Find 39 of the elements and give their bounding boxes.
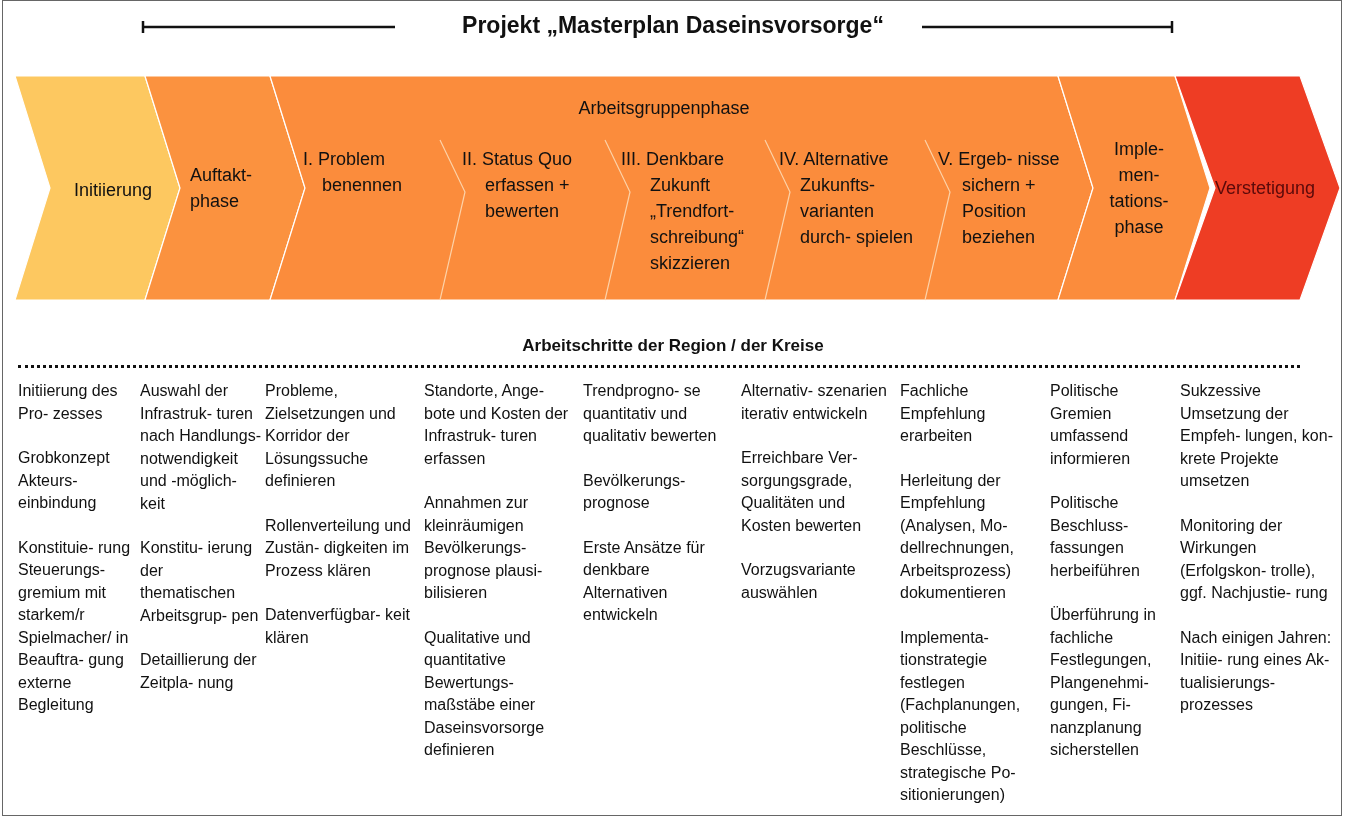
step-label: II. Status Quo erfassen + bewerten — [462, 146, 602, 224]
step-label: V. Ergeb- nisse sichern + Position beziehen — [938, 146, 1063, 250]
task-text: Auswahl der Infrastruk- turen nach Handlungs- notwendigkeit und -möglich- keit — [140, 381, 262, 514]
task-text: Probleme, Zielsetzungen und Korridor der Lösungssuche definieren — [265, 381, 397, 491]
task-text: Erreichbare Ver- sorgungsgrade, Qualitäten und Kosten bewerten — [741, 448, 863, 536]
phase-heading: Arbeitsgruppenphase — [578, 98, 750, 118]
step-label: III. Denkbare Zukunft „Trendfort- schreibung“ skizzieren — [621, 146, 761, 276]
task-text: Qualitative und quantitative Bewertungs- maßstäbe einer Daseinsvorsorge definieren — [424, 627, 546, 760]
task-text: Überführung in fachliche Festlegungen, Plangenehmi- gungen, Fi- nanzplanung sicherstellen — [1050, 605, 1157, 760]
phase-label: Imple- men- tations- phase — [1108, 138, 1170, 239]
phase-label: Auftakt- phase — [190, 164, 254, 213]
task-text: Initiierung des Pro- zesses — [18, 381, 119, 424]
task-text: Politische Beschluss- fassungen herbeiführen — [1050, 493, 1141, 581]
task-text: Alternativ- szenarien iterativ entwickeln — [741, 381, 888, 424]
task-text: Konstituie- rung Steuerungs- gremium mit starkem/r Spielmacher/ in Beauftra- gung externe Begleitung — [18, 537, 132, 715]
title: Projekt „Masterplan Daseinsvorsorge“ — [462, 12, 884, 38]
task-text: Standorte, Ange- bote und Kosten der Infrastruk- turen erfassen — [424, 381, 570, 469]
section-heading: Arbeitschritte der Region / der Kreise — [522, 336, 824, 355]
task-text: Vorzugsvariante auswählen — [741, 560, 857, 603]
phase-label: Verstetigung — [1215, 177, 1317, 200]
task-text: Erste Ansätze für denkbare Alternativen entwickeln — [583, 537, 706, 625]
step-label: IV. Alternative Zukunfts- varianten durch- spielen — [779, 146, 924, 250]
task-text: Detaillierung der Zeitpla- nung — [140, 650, 258, 693]
task-text: Rollenverteilung und Zustän- digkeiten im Prozess klären — [265, 515, 412, 581]
task-text: Nach einigen Jahren: Initiie- rung eines Ak- tualisierungs- prozesses — [1180, 627, 1333, 715]
task-text: Herleitung der Empfehlung (Analysen, Mo- dellrechnungen, Arbeitsprozess) dokumentieren — [900, 470, 1015, 603]
task-text: Annahmen zur kleinräumigen Bevölkerungs- prognose plausi- bilisieren — [424, 493, 544, 603]
task-text: Sukzessive Umsetzung der Empfeh- lungen, kon- krete Projekte umsetzen — [1180, 381, 1334, 491]
task-text: Grobkonzept Akteurs- einbindung — [18, 448, 111, 513]
task-text: Implementa- tionstrategie festlegen (Fachplanungen, politische Beschlüsse, strategische Po- sitionierungen) — [900, 627, 1022, 805]
task-text: Bevölkerungs- prognose — [583, 470, 687, 513]
task-text: Monitoring der Wirkungen (Erfolgskon- trolle), ggf. Nachjustie- rung — [1180, 515, 1329, 603]
phase-label: Initiierung — [72, 179, 153, 202]
task-text: Politische Gremien umfassend informieren — [1050, 381, 1132, 469]
task-text: Konstitu- ierung der thematischen Arbeitsgrup- pen — [140, 538, 260, 626]
task-text: Fachliche Empfehlung erarbeiten — [900, 381, 987, 446]
step-label: I. Problem benennen — [303, 146, 428, 198]
task-text: Trendprogno- se quantitativ und qualitativ bewerten — [583, 381, 718, 446]
task-text: Datenverfügbar- keit klären — [265, 605, 411, 648]
